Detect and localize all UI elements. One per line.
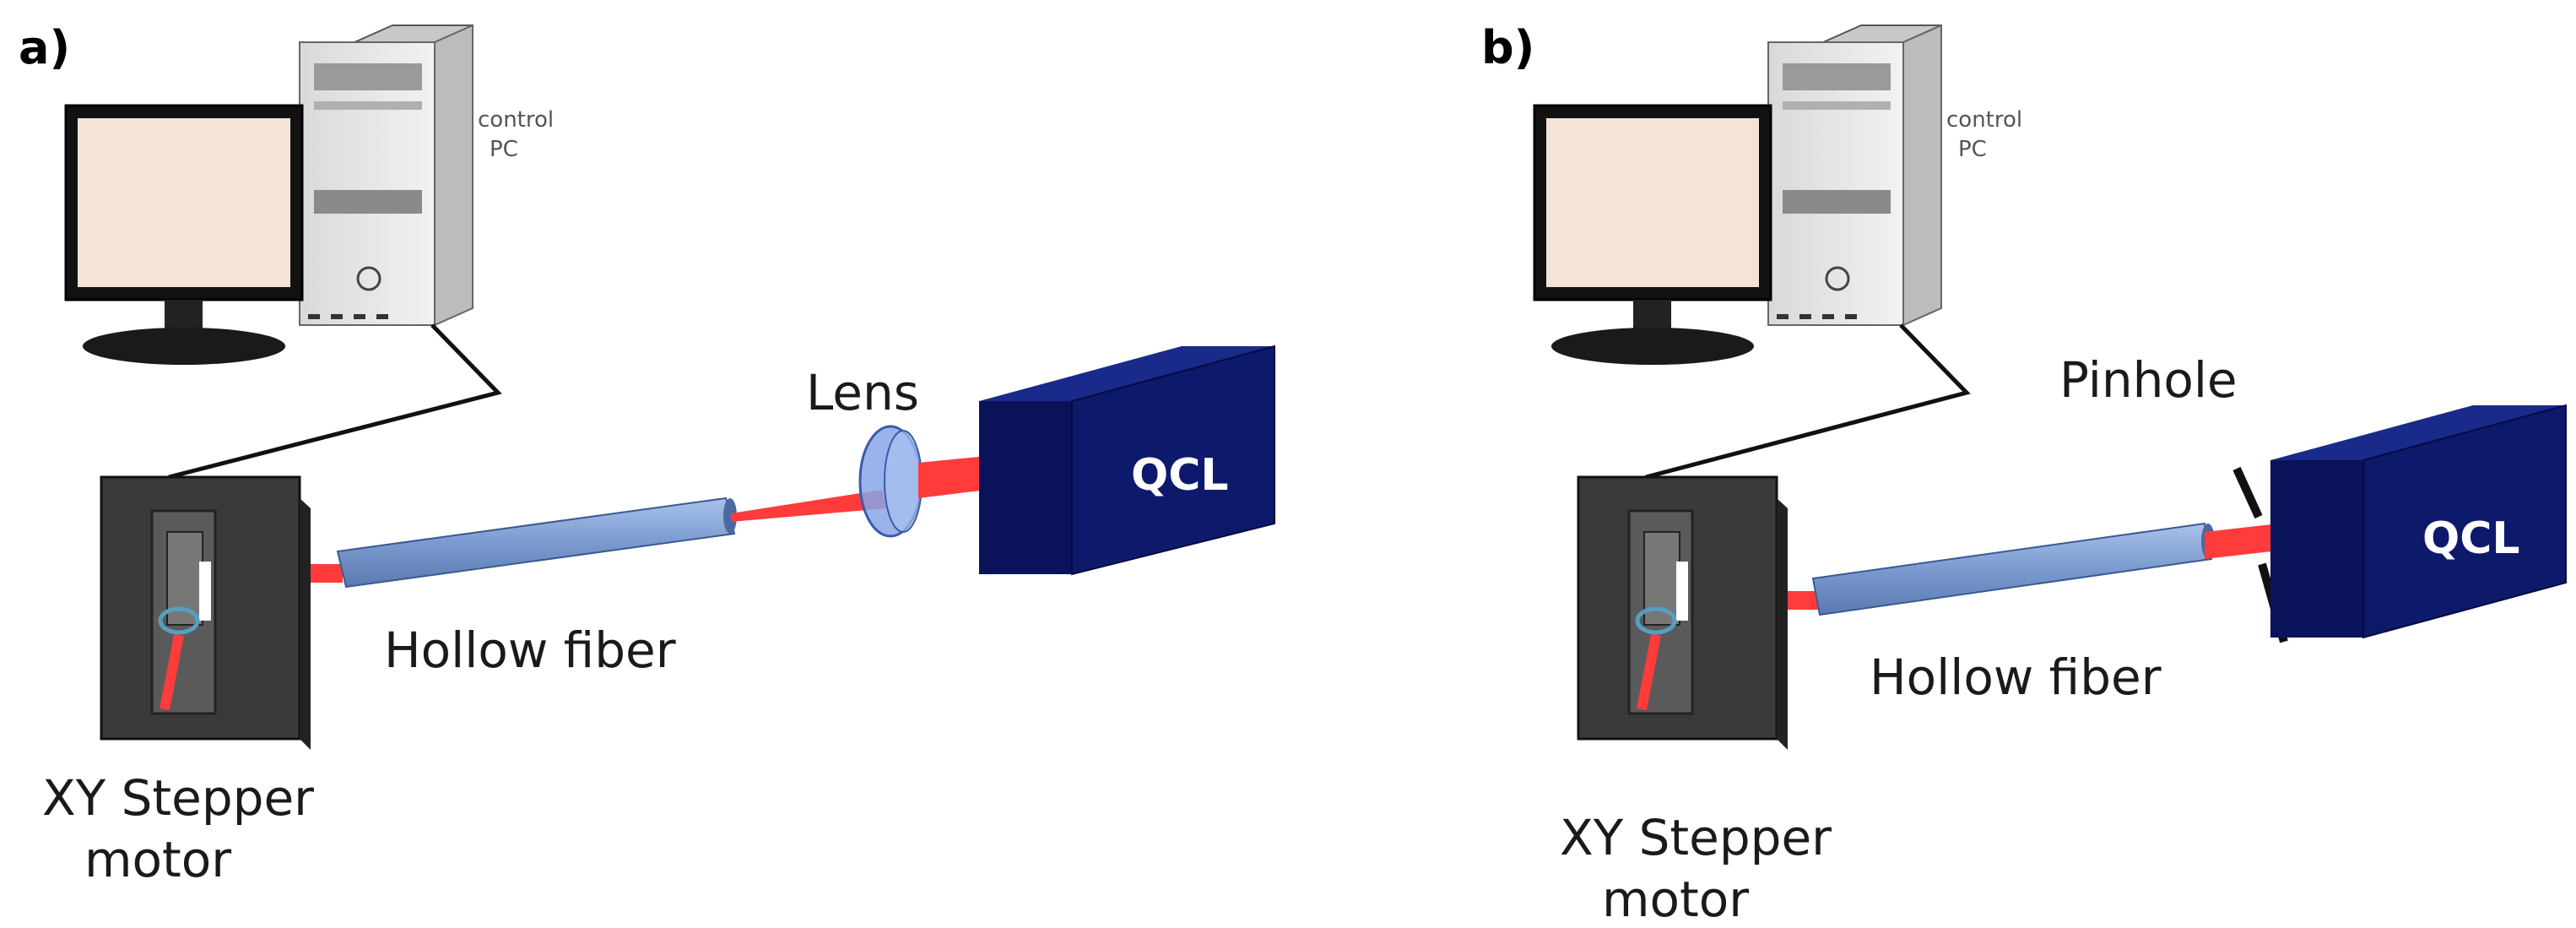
panel-b: b) control PC (1481, 21, 2567, 928)
panel-a-stepper-label-line2: motor (84, 831, 231, 888)
panel-a-lens-label: Lens (806, 364, 919, 421)
panel-a-pc-label-control: control (478, 107, 554, 133)
panel-b-pc-monitor (1533, 104, 1772, 365)
panel-a-control-pc: control PC (64, 24, 554, 365)
panel-b-hollow-fiber (1811, 522, 2215, 616)
panel-b-stepper-label-line2: motor (1602, 871, 1749, 928)
panel-b-label: b) (1481, 21, 1534, 74)
panel-a-pc-monitor (64, 104, 304, 365)
panel-a-pc-label-pc: PC (490, 137, 518, 162)
panel-a: a) control PC (19, 21, 1275, 888)
panel-b-control-pc: control PC (1533, 24, 2022, 365)
panel-a-stepper-label-line1: XY Stepper (42, 769, 314, 827)
panel-a-qcl-laser (979, 345, 1275, 576)
panel-b-xy-stepper-motor (1577, 475, 1788, 750)
panel-b-beam-to-fiber (2205, 524, 2279, 559)
panel-b-pc-tower (1767, 24, 1942, 327)
panel-b-beam-exit (1788, 591, 1818, 610)
panel-b-pc-label-control: control (1946, 107, 2022, 133)
panel-a-label: a) (19, 21, 70, 74)
panel-b-fiber-label: Hollow fiber (1870, 649, 2162, 706)
panel-a-control-cable (168, 323, 502, 480)
panel-b-qcl-label: QCL (2422, 513, 2520, 564)
panel-a-hollow-fiber (336, 497, 737, 589)
panel-a-xy-stepper-motor (100, 475, 311, 750)
panel-a-fiber-label: Hollow fiber (384, 621, 676, 679)
panel-b-control-cable (1645, 323, 1971, 480)
panel-b-pc-label-pc: PC (1958, 137, 1987, 162)
panel-a-monitor-screen (78, 118, 290, 287)
panel-b-monitor-screen (1546, 118, 1759, 287)
panel-b-stepper-label-line1: XY Stepper (1560, 809, 1832, 866)
panel-a-pc-tower (299, 24, 474, 327)
panel-b-qcl-laser (2270, 404, 2567, 639)
panel-a-focused-beam (731, 490, 886, 522)
panel-a-lens (858, 425, 923, 538)
panel-a-qcl-label: QCL (1131, 450, 1229, 501)
panel-b-pinhole-label: Pinhole (2059, 351, 2238, 409)
panel-a-collimated-beam (918, 456, 988, 498)
panel-a-beam-exit (311, 564, 343, 583)
